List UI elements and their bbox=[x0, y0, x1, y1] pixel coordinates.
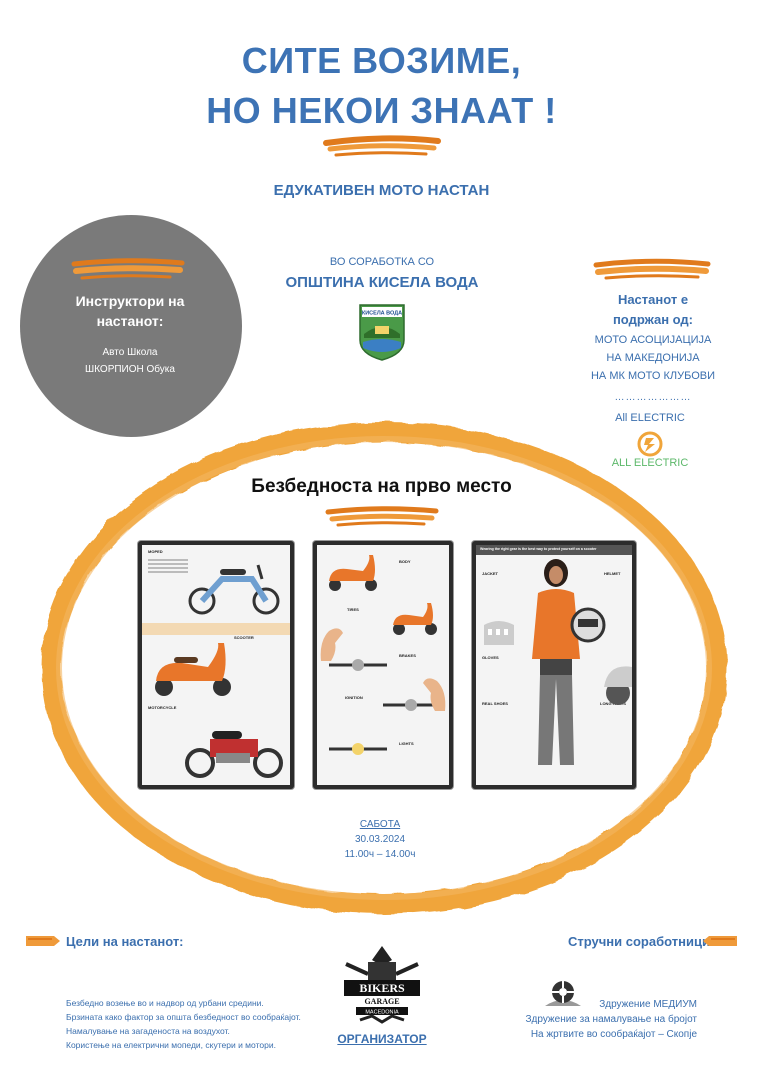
goals-title: Цели на настанот: bbox=[66, 934, 184, 949]
goal-item: Безбедно возење во и надвор од урбани ср… bbox=[66, 998, 264, 1008]
orange-brush-stroke bbox=[71, 258, 185, 280]
scooter-illustration bbox=[155, 643, 231, 696]
page-title: СИТЕ ВОЗИМЕ, НО НЕКОИ ЗНААТ ! bbox=[0, 36, 763, 136]
support-item: НА МК МОТО КЛУБОВИ bbox=[590, 370, 716, 382]
event-date: 30.03.2024 bbox=[354, 834, 406, 845]
event-date-block: САБОТА 30.03.2024 11.00ч – 14.00ч bbox=[330, 817, 430, 862]
logo-text-mid: GARAGE bbox=[364, 997, 399, 1006]
instructors-title: Инструктори на настанот: bbox=[40, 291, 220, 331]
card-section-label: GLOVES bbox=[482, 655, 499, 660]
crest-text: КИСЕЛА ВОДА bbox=[362, 311, 402, 317]
bikers-garage-logo: BIKERS GARAGE MACEDONIA bbox=[344, 946, 420, 1024]
all-electric-logo-text: ALL ELECTRIC bbox=[612, 457, 689, 469]
scooter-rear-illustration bbox=[604, 666, 632, 705]
support-item: МОТО АСОЦИЈАЦИЈА bbox=[594, 334, 712, 346]
rider-in-gear-illustration bbox=[532, 559, 606, 765]
card-section-label: LIGHTS bbox=[399, 741, 414, 746]
support-title-line-1: Настанот е bbox=[617, 292, 689, 307]
organizer-label: ОРГАНИЗАТОР bbox=[337, 1032, 427, 1046]
protective-gear-card: Wearing the right gear is the best way t… bbox=[472, 541, 636, 789]
colosseum-illustration bbox=[484, 621, 514, 645]
instructor-name: ШКОРПИОН Обука bbox=[85, 364, 175, 375]
scooter-body-illustration bbox=[329, 555, 377, 591]
event-subtitle: ЕДУКАТИВЕН МОТО НАСТАН bbox=[273, 182, 490, 199]
instructors-title-line-2: настанот: bbox=[96, 313, 164, 329]
hand-illustration bbox=[320, 628, 343, 661]
support-title: Настанот е подржан од: bbox=[588, 290, 718, 330]
support-item: НА МАКЕДОНИЈА bbox=[606, 352, 700, 364]
orange-arrow-brush bbox=[703, 936, 737, 946]
event-day: САБОТА bbox=[359, 819, 401, 830]
card-section-label: REAL SHOES bbox=[482, 701, 508, 706]
card-section-label: JACKET bbox=[482, 571, 499, 576]
hand-illustration bbox=[423, 678, 446, 711]
instructor-school: Авто Школа bbox=[102, 347, 158, 358]
municipality-crest-logo: КИСЕЛА ВОДА bbox=[359, 304, 405, 361]
card-section-label: HELMET bbox=[604, 571, 621, 576]
instructors-circle bbox=[20, 215, 242, 437]
instructors-body: Авто Школа ШКОРПИОН Обука bbox=[40, 344, 220, 378]
all-electric-logo: ALL ELECTRIC bbox=[612, 431, 689, 469]
dotted-separator: ………………… bbox=[614, 392, 692, 403]
event-time: 11.00ч – 14.00ч bbox=[344, 849, 416, 860]
logo-text-bottom: MACEDONIA bbox=[365, 1010, 399, 1016]
title-line-2: НО НЕКОИ ЗНААТ ! bbox=[206, 90, 557, 131]
orange-brush-stroke bbox=[325, 506, 439, 527]
handlebar-illustration bbox=[329, 659, 387, 671]
support-title-line-2: подржан од: bbox=[612, 312, 694, 327]
orange-arrow-brush bbox=[26, 936, 60, 946]
goal-item: Користење на електрични мопеди, скутери … bbox=[66, 1040, 276, 1050]
motorcycle-illustration bbox=[185, 731, 283, 778]
all-electric-label: All ELECTRIC bbox=[615, 412, 685, 424]
goal-item: Намалување на загаденоста на воздухот. bbox=[66, 1026, 230, 1036]
pre-ride-check-card: BODY TIRES BRAKES IGNITION LIGHTS bbox=[313, 541, 453, 789]
lights-illustration bbox=[329, 743, 387, 755]
card-section-label: BODY bbox=[399, 559, 411, 564]
card-section-label: MOTORCYCLE bbox=[148, 705, 177, 710]
collaboration-label: ВО СОРАБОТКА СО bbox=[329, 256, 435, 268]
collaborator-description: Здружение за намалување на бројот bbox=[525, 1014, 698, 1025]
card-section-label: MOPED bbox=[148, 549, 163, 554]
safety-title: Безбедноста на прво место bbox=[251, 476, 512, 497]
vehicle-types-card: MOPED SCOOTER MOTORCYCLE bbox=[138, 541, 294, 789]
lightning-icon bbox=[644, 438, 655, 452]
title-line-1: СИТЕ ВОЗИМЕ, bbox=[241, 40, 522, 81]
gear-card-header: Wearing the right gear is the best way t… bbox=[480, 547, 597, 551]
instructors-title-line-1: Инструктори на bbox=[75, 293, 185, 309]
moped-illustration bbox=[188, 564, 280, 615]
card-section-label: IGNITION bbox=[345, 695, 363, 700]
collaborators-title: Стручни соработници: bbox=[568, 934, 715, 949]
collaborator-description: На жртвите во сообраќајот – Скопје bbox=[530, 1029, 697, 1040]
card-section-label: BRAKES bbox=[399, 653, 416, 658]
medium-association-logo bbox=[545, 981, 581, 1006]
orange-brush-stroke bbox=[593, 258, 711, 280]
card-section-label: SCOOTER bbox=[234, 635, 254, 640]
logo-text-top: BIKERS bbox=[359, 981, 405, 995]
orange-brush-stroke bbox=[323, 135, 441, 157]
ignition-illustration bbox=[383, 699, 439, 711]
scooter-tires-illustration bbox=[393, 603, 437, 635]
card-section-label: TIRES bbox=[347, 607, 359, 612]
collaboration-name: ОПШТИНА КИСЕЛА ВОДА bbox=[285, 274, 479, 291]
collaborator-name: Здружение МЕДИУМ bbox=[599, 999, 697, 1010]
goal-item: Брзината како фактор за општа безбедност… bbox=[66, 1012, 301, 1022]
